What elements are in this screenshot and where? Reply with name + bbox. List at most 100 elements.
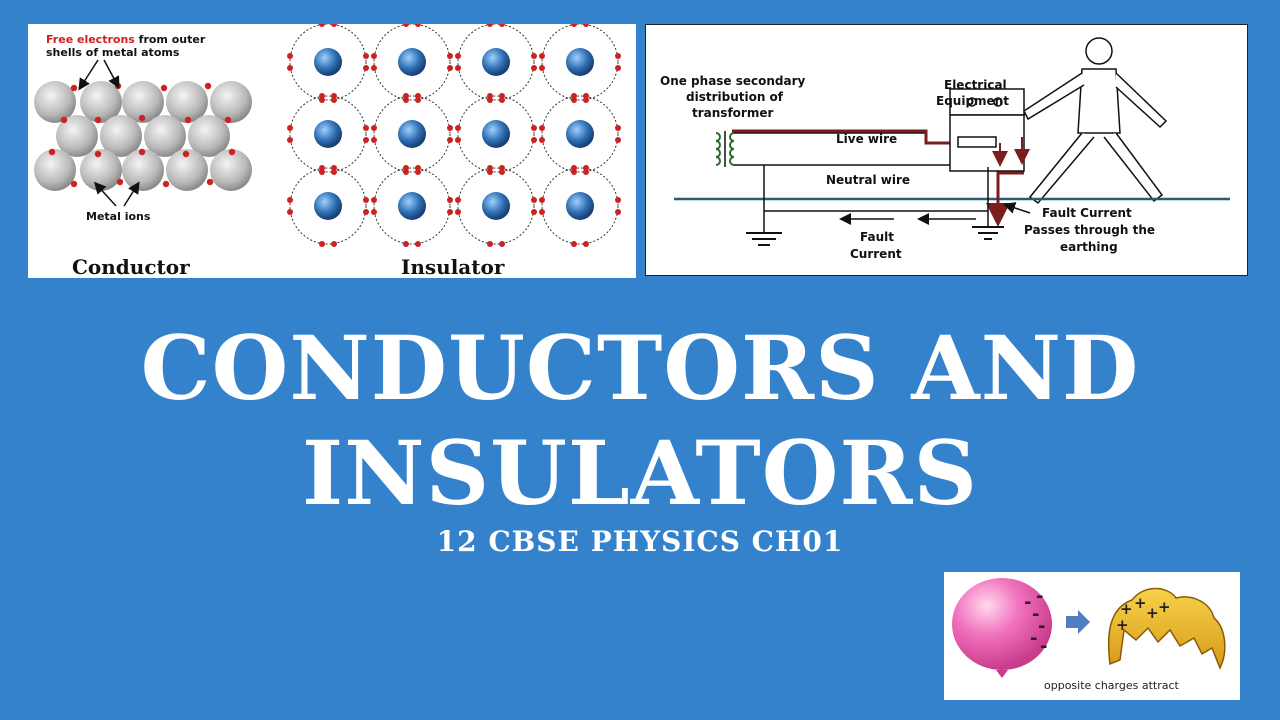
electron-orbit [541, 167, 619, 245]
bound-electron [287, 65, 293, 71]
svg-text:-: - [1036, 586, 1043, 607]
earth-symbol-icon [972, 226, 1004, 240]
free-electron [162, 180, 170, 188]
free-electron [70, 84, 78, 92]
fault-earth-pointer-arrow [1003, 202, 1031, 214]
bound-electron [371, 197, 377, 203]
bound-electron [571, 93, 577, 99]
bound-electron [571, 241, 577, 247]
page-title-line2: INSULATORS [301, 421, 979, 525]
bound-electron [363, 209, 369, 215]
atom-nucleus [314, 48, 342, 76]
electron-orbit [373, 24, 451, 101]
balloon-caption: opposite charges attract [1044, 679, 1180, 692]
metal-ion [34, 149, 76, 191]
bound-electron [363, 125, 369, 131]
transformer-label: One phase secondary [660, 74, 806, 88]
svg-text:+: + [1158, 598, 1171, 616]
metal-ion [210, 149, 252, 191]
bound-electron [531, 137, 537, 143]
bound-electron [615, 209, 621, 215]
free-electron [94, 150, 102, 158]
svg-text:-: - [1038, 616, 1045, 637]
atom-nucleus [314, 192, 342, 220]
bound-electron [615, 197, 621, 203]
equipment-label-line2: Equipment [936, 94, 1009, 108]
bound-electron [583, 165, 589, 171]
bound-electron [371, 65, 377, 71]
bound-electron [371, 125, 377, 131]
atom-nucleus [398, 48, 426, 76]
transformer-label-line3: transformer [692, 106, 773, 120]
svg-text:-: - [1024, 592, 1031, 613]
bound-electron [363, 137, 369, 143]
free-electron [160, 84, 168, 92]
electron-orbit [373, 95, 451, 173]
bound-electron [319, 241, 325, 247]
bound-electron [615, 125, 621, 131]
bound-electron [403, 24, 409, 27]
metal-ion [80, 149, 122, 191]
svg-text:-: - [1030, 628, 1037, 649]
bound-electron [583, 24, 589, 27]
metal-ions-label: Metal ions [86, 210, 151, 223]
bound-electron [447, 197, 453, 203]
free-electron [60, 116, 68, 124]
conductor-insulator-figure: Free electrons from outer shells of meta… [28, 24, 636, 278]
bound-electron [539, 197, 545, 203]
bound-electron [499, 241, 505, 247]
page-title-line1: CONDUCTORS AND [140, 316, 1140, 420]
neutral-wire-label: Neutral wire [826, 173, 910, 187]
atom-nucleus [482, 192, 510, 220]
metal-ion [34, 81, 76, 123]
atom-nucleus [398, 192, 426, 220]
electron-orbit [541, 95, 619, 173]
electron-orbit [289, 167, 367, 245]
bound-electron [531, 209, 537, 215]
free-electron [94, 116, 102, 124]
bound-electron [531, 197, 537, 203]
bound-electron [539, 137, 545, 143]
bound-electron [447, 209, 453, 215]
bound-electron [499, 93, 505, 99]
bound-electron [371, 137, 377, 143]
bound-electron [371, 53, 377, 59]
bound-electron [415, 165, 421, 171]
person-icon [1023, 37, 1168, 205]
metal-ion [210, 81, 252, 123]
free-electron [206, 178, 214, 186]
metal-ion [80, 81, 122, 123]
metal-ion [144, 115, 186, 157]
electron-orbit [457, 24, 535, 101]
svg-text:-: - [1032, 604, 1039, 625]
hair-icon [1107, 587, 1226, 670]
metal-ion [100, 115, 142, 157]
bound-electron [499, 24, 505, 27]
electron-pointer-arrow [103, 59, 120, 89]
bound-electron [499, 165, 505, 171]
insulator-atoms-lattice [287, 24, 621, 247]
bound-electron [287, 53, 293, 59]
electron-pointer-arrow [78, 59, 99, 91]
transformer-coil-icon [715, 131, 735, 167]
bound-electron [455, 197, 461, 203]
free-electron [224, 116, 232, 124]
balloon-icon [952, 578, 1052, 670]
bound-electron [371, 209, 377, 215]
bound-electron [455, 137, 461, 143]
bound-electron [487, 241, 493, 247]
bound-electron [539, 53, 545, 59]
free-electron [116, 178, 124, 186]
bound-electron [331, 241, 337, 247]
negative-charges: -- -- -- [1024, 586, 1047, 657]
bound-electron [583, 241, 589, 247]
atom-nucleus [566, 192, 594, 220]
bound-electron [403, 241, 409, 247]
fault-current-path [986, 171, 1024, 227]
bound-electron [571, 24, 577, 27]
bound-electron [615, 137, 621, 143]
metal-ion [122, 149, 164, 191]
svg-text:+: + [1134, 594, 1147, 612]
bound-electron [539, 65, 545, 71]
free-electron [70, 180, 78, 188]
